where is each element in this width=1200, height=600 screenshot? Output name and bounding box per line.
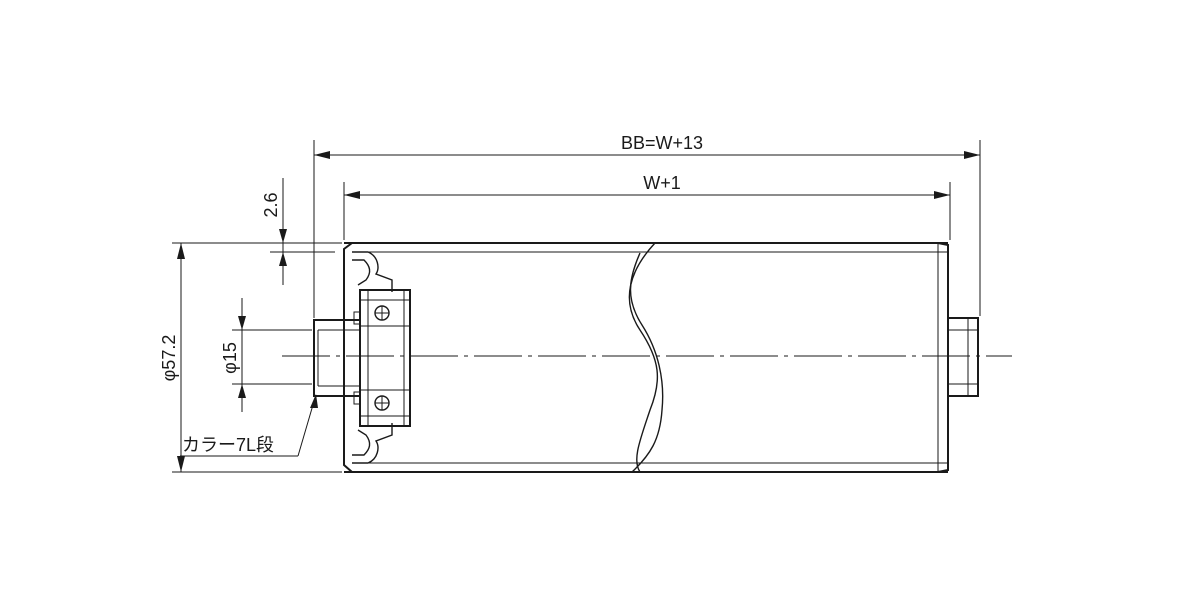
break-lines bbox=[628, 242, 664, 473]
dimension-inner-length: W+1 bbox=[343, 173, 951, 240]
dimension-shaft-diameter: φ15 bbox=[220, 298, 312, 412]
dimension-flange-offset: 2.6 bbox=[261, 178, 335, 285]
tube-diameter-label: φ57.2 bbox=[159, 335, 179, 382]
inner-length-label: W+1 bbox=[643, 173, 681, 193]
overall-length-label: BB=W+13 bbox=[621, 133, 703, 153]
roller-tube bbox=[343, 242, 949, 473]
flange-offset-label: 2.6 bbox=[261, 192, 281, 217]
left-shaft bbox=[313, 319, 361, 397]
collar-callout: カラー7L段 bbox=[180, 394, 318, 457]
right-shaft bbox=[947, 317, 979, 397]
dimension-tube-diameter: φ57.2 bbox=[159, 242, 342, 473]
flange-housing bbox=[352, 251, 411, 464]
dimension-overall-length: BB=W+13 bbox=[313, 133, 981, 318]
collar-label: カラー7L段 bbox=[182, 435, 274, 455]
shaft-diameter-label: φ15 bbox=[220, 342, 240, 374]
